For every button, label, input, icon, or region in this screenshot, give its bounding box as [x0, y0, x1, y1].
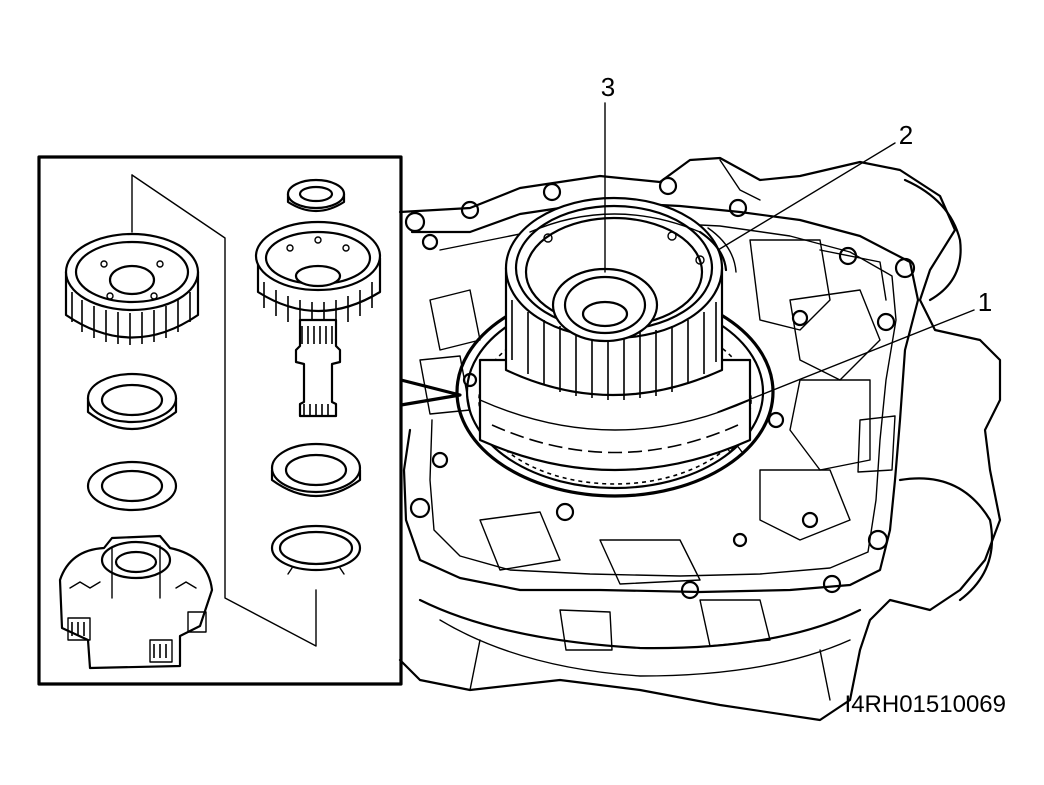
thrust-bearing-part — [86, 460, 178, 512]
thrust-washer-part — [86, 372, 178, 430]
callout-1: 1 — [717, 287, 992, 413]
inset-exploded-view — [37, 155, 403, 686]
planetary-carrier-part — [58, 534, 214, 670]
callout-3: 3 — [601, 72, 615, 273]
snap-ring-part — [270, 524, 362, 575]
small-washer-part — [286, 178, 346, 213]
callout-3-label: 3 — [601, 72, 615, 102]
callout-2: 2 — [717, 120, 913, 251]
inset-connector — [400, 378, 462, 407]
clutch-assembly — [455, 196, 775, 498]
reference-code: I4RH01510069 — [845, 691, 1006, 718]
callout-1-label: 1 — [978, 287, 992, 317]
callout-2-leader — [717, 142, 896, 251]
ring-gear-part — [64, 232, 200, 345]
output-shaft-part — [254, 220, 382, 418]
shaft-thrust-washer-part — [270, 442, 362, 497]
callout-1-leader — [717, 309, 975, 413]
callout-2-label: 2 — [899, 120, 913, 150]
